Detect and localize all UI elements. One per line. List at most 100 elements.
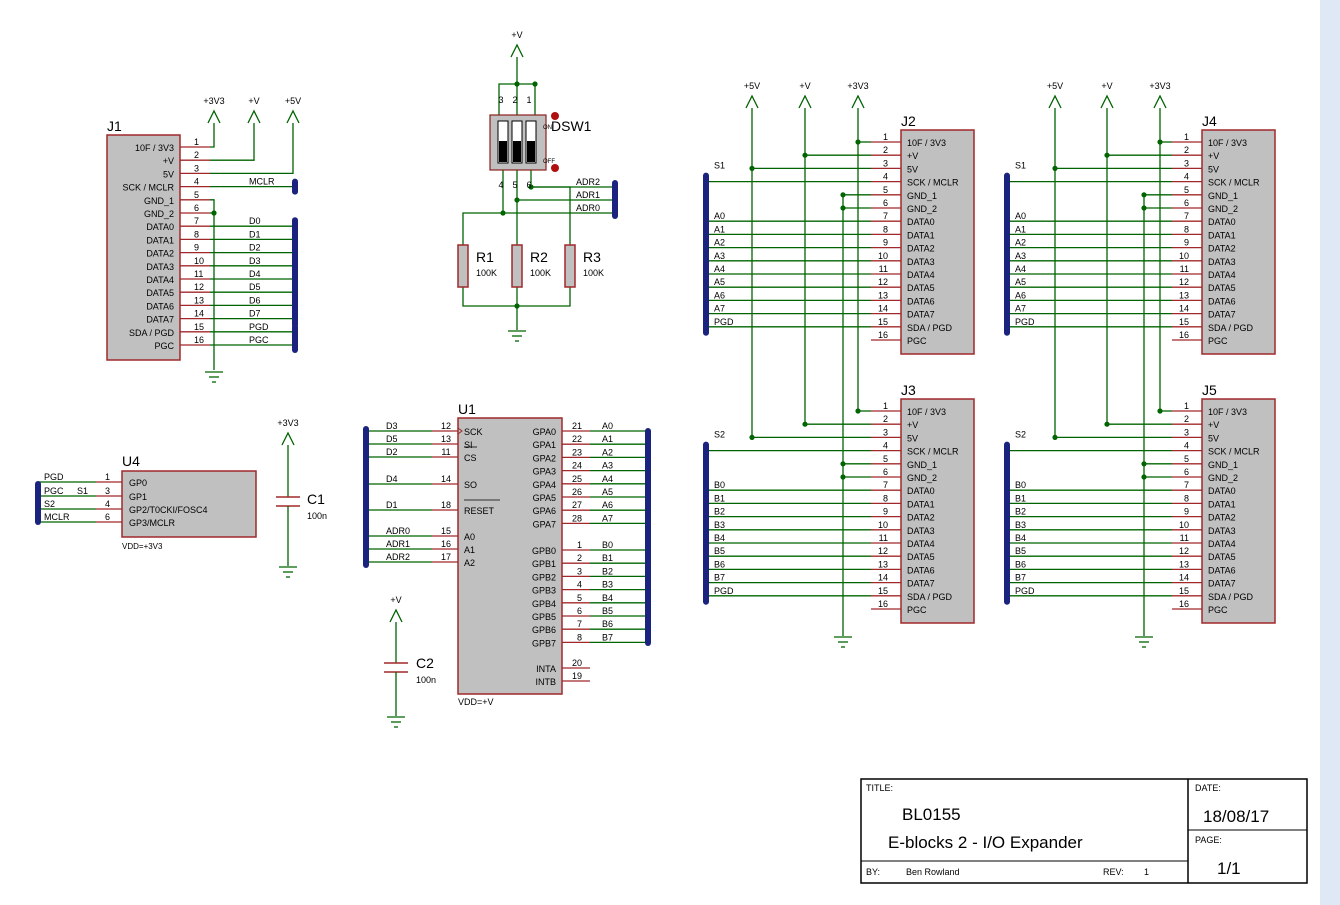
u1-gpa-net: A4 — [602, 474, 613, 484]
rail-v-a-arrow — [798, 94, 812, 109]
u4-s1-label: S1 — [77, 486, 88, 496]
rail-5v-b-arrow — [1048, 94, 1062, 109]
dsw1-pin-number: 3 — [498, 95, 503, 105]
u1-pin-label: GPA7 — [533, 519, 556, 529]
j2-pin-label: +V — [907, 151, 918, 161]
j1-pin-number: 7 — [194, 216, 199, 226]
j1-data-net: D5 — [249, 282, 261, 292]
j3-pin-label: DATA5 — [907, 552, 935, 562]
j4-refdes: J4 — [1202, 113, 1217, 129]
vertical-scrollbar[interactable] — [1320, 0, 1340, 905]
j4-pin-label: +V — [1208, 151, 1219, 161]
u1-pin-number: 7 — [577, 619, 582, 629]
j2-pin-label: DATA6 — [907, 296, 935, 306]
j5-pin-number: 3 — [1184, 427, 1189, 437]
u1-pin-number: 14 — [441, 474, 451, 484]
rail-3v3-a-label: +3V3 — [847, 81, 868, 91]
author-name: Ben Rowland — [906, 867, 960, 877]
resistor-refdes: R1 — [476, 249, 494, 265]
j5-data-net: B6 — [1015, 559, 1026, 569]
u4-net-label: MCLR — [44, 512, 70, 522]
j3-pin-number: 7 — [883, 480, 888, 490]
j5-pin-label: GND_1 — [1208, 460, 1238, 470]
u1-pin-number: 27 — [572, 500, 582, 510]
resistor-r3 — [564, 244, 576, 288]
j1-data-net: D7 — [249, 309, 261, 319]
u4-body — [121, 470, 257, 538]
u1-pin-label: A2 — [464, 558, 475, 568]
j1-5v-arrow — [286, 109, 300, 124]
dsw1-pin-number: 6 — [526, 180, 531, 190]
j1-pin-number: 1 — [194, 137, 199, 147]
j4-data-net: A3 — [1015, 251, 1026, 261]
j2-pin-label: SDA / PGD — [907, 323, 953, 333]
u4-vdd-label: VDD=+3V3 — [122, 542, 163, 551]
j2-pin-number: 6 — [883, 198, 888, 208]
j3-data-net: B1 — [714, 493, 725, 503]
j1-pin-label: DATA2 — [146, 249, 174, 259]
j5-pin-number: 6 — [1184, 467, 1189, 477]
j2-data-net: A0 — [714, 211, 725, 221]
u1-gpb-net: B3 — [602, 580, 613, 590]
drawing-date: 18/08/17 — [1203, 807, 1269, 826]
j4-pin-number: 1 — [1184, 132, 1189, 142]
u1-pin-label: GPA3 — [533, 467, 556, 477]
j5-body — [1201, 398, 1276, 624]
c2-refdes: C2 — [416, 655, 434, 671]
u1-pin-label: SI — [464, 440, 473, 450]
j2-data-net: A2 — [714, 238, 725, 248]
u1-pin-number: 13 — [441, 434, 451, 444]
u1-pin-number: 24 — [572, 461, 582, 471]
j5-pin-label: DATA1 — [1208, 499, 1236, 509]
j4-pin-number: 5 — [1184, 185, 1189, 195]
j2-pin-number: 12 — [878, 277, 888, 287]
c2-supply-label: +V — [390, 595, 401, 605]
wires — [35, 43, 1202, 728]
j5-pin-number: 14 — [1179, 573, 1189, 583]
by-label: BY: — [866, 867, 880, 877]
c1-value: 100n — [307, 511, 327, 521]
j5-data-net: B0 — [1015, 480, 1026, 490]
j4-pin-number: 9 — [1184, 238, 1189, 248]
date-label: DATE: — [1195, 783, 1221, 793]
j1-pin-label: 5V — [163, 169, 174, 179]
j1-pin-number: 3 — [194, 163, 199, 173]
u1-pin-label: GPA2 — [533, 453, 556, 463]
junction-dot — [532, 81, 538, 87]
u1-left-net: D3 — [386, 421, 398, 431]
j4-pin-label: SCK / MCLR — [1208, 178, 1260, 188]
wire — [210, 199, 215, 370]
u1-pin-number: 12 — [441, 421, 451, 431]
u1-pin-number: 11 — [441, 447, 450, 457]
rev-label: REV: — [1103, 867, 1124, 877]
j1-pin-number: 16 — [194, 335, 204, 345]
j4-pin-label: 5V — [1208, 164, 1219, 174]
j3-pin-number: 5 — [883, 454, 888, 464]
j1-pin-label: 10F / 3V3 — [135, 143, 174, 153]
u1-gpb-net: B0 — [602, 540, 613, 550]
u1-pin-number: 26 — [572, 487, 582, 497]
j3-data-net: B7 — [714, 573, 725, 583]
component-bodies — [106, 112, 1276, 695]
j2-pin-number: 2 — [883, 145, 888, 155]
j5-pin-label: DATA3 — [1208, 526, 1236, 536]
j2-data-net: A3 — [714, 251, 725, 261]
u1-gpa-net: A0 — [602, 421, 613, 431]
j2-pin-label: GND_1 — [907, 191, 937, 201]
j2-body — [900, 129, 975, 355]
rail-3v3-a-arrow — [851, 94, 865, 109]
u1-pin-number: 25 — [572, 474, 582, 484]
j3-data-net: B3 — [714, 520, 725, 530]
j4-data-net: A2 — [1015, 238, 1026, 248]
j5-data-net: B3 — [1015, 520, 1026, 530]
u1-pin-number: 15 — [441, 526, 451, 536]
j5-pin-label: GND_2 — [1208, 473, 1238, 483]
u4-pin-number: 3 — [105, 486, 110, 496]
j2-pin-number: 8 — [883, 224, 888, 234]
u1-left-net: ADR0 — [386, 526, 410, 536]
j2-pin-number: 3 — [883, 158, 888, 168]
j5-data-net: B5 — [1015, 546, 1026, 556]
resistor-refdes: R2 — [530, 249, 548, 265]
u1-pin-number: 4 — [577, 580, 582, 590]
j3-data-net: B6 — [714, 559, 725, 569]
